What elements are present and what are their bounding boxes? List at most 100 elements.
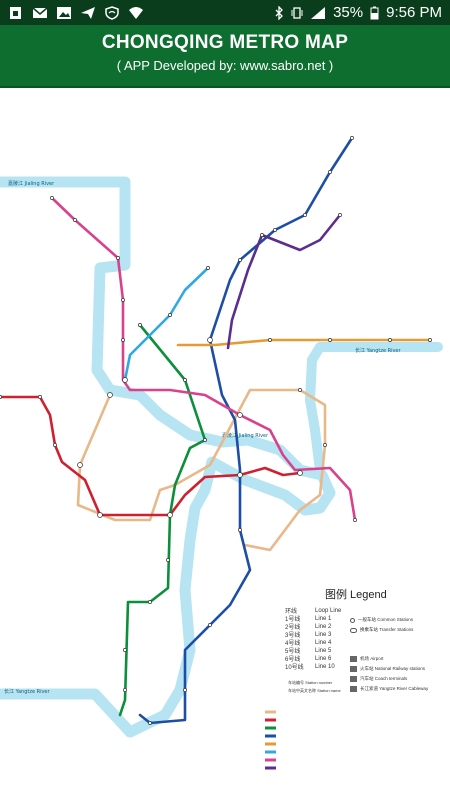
station[interactable] bbox=[428, 338, 432, 342]
status-right-icons: 35% 9:56 PM bbox=[274, 4, 442, 21]
transfer-station[interactable] bbox=[167, 512, 173, 518]
legend-line-en: Loop Line bbox=[315, 607, 342, 614]
transfer-station[interactable] bbox=[237, 472, 243, 478]
line-6[interactable] bbox=[50, 196, 357, 522]
station[interactable] bbox=[208, 623, 212, 627]
coach-icon bbox=[350, 676, 357, 682]
legend-airport-label: 机场 Airport bbox=[360, 656, 384, 661]
legend-line-1: 1号线 Line 1 bbox=[285, 615, 345, 624]
legend-swatches bbox=[265, 710, 276, 770]
legend-title: 图例 Legend bbox=[325, 589, 387, 601]
transfer-station[interactable] bbox=[107, 392, 113, 398]
legend-line-cn: 1号线 bbox=[285, 617, 301, 623]
signal-icon bbox=[311, 6, 326, 19]
line-5[interactable] bbox=[123, 266, 210, 382]
station[interactable] bbox=[38, 395, 42, 399]
transfer-station[interactable] bbox=[297, 470, 303, 476]
transfer-station[interactable] bbox=[97, 512, 103, 518]
yangtze-river-shape bbox=[305, 342, 443, 475]
station[interactable] bbox=[116, 256, 120, 260]
rivers bbox=[0, 176, 443, 738]
jialing-river-label-2: 嘉陵江 Jialing River bbox=[222, 432, 269, 439]
send-icon bbox=[81, 6, 95, 19]
station[interactable] bbox=[166, 558, 170, 562]
station[interactable] bbox=[123, 688, 127, 692]
legend-railway: 火车站 National Railway stations bbox=[350, 666, 425, 672]
station[interactable] bbox=[238, 258, 242, 262]
station[interactable] bbox=[350, 136, 354, 140]
station[interactable] bbox=[148, 721, 152, 725]
line-1[interactable] bbox=[0, 395, 302, 517]
transfer-station[interactable] bbox=[122, 377, 128, 383]
legend-line-cn: 环线 bbox=[285, 609, 298, 615]
legend-station-number-label: 车站编号 Station number bbox=[288, 680, 333, 685]
yangtze-river-label: 长江 Yangtze River bbox=[355, 347, 402, 354]
station[interactable] bbox=[148, 600, 152, 604]
airport-icon bbox=[350, 656, 357, 662]
station[interactable] bbox=[260, 233, 264, 237]
station[interactable] bbox=[206, 266, 210, 270]
station[interactable] bbox=[183, 688, 187, 692]
line-10[interactable] bbox=[226, 213, 342, 350]
legend-common-station: 一般车站 Common Stations bbox=[350, 617, 413, 623]
legend-line-en: Line 6 bbox=[315, 655, 332, 662]
legend-line-en: Line 1 bbox=[315, 615, 332, 622]
station[interactable] bbox=[138, 323, 142, 327]
station[interactable] bbox=[50, 196, 54, 200]
status-bar: 35% 9:56 PM bbox=[0, 0, 450, 25]
station[interactable] bbox=[183, 378, 187, 382]
metro-map[interactable]: 嘉陵江 Jialing River 嘉陵江 Jialing River 长江 Y… bbox=[0, 90, 450, 800]
legend-line-6: 6号线 Line 6 bbox=[285, 655, 345, 664]
station[interactable] bbox=[268, 338, 272, 342]
transfer-station-icon bbox=[350, 627, 357, 633]
legend-line-cn: 4号线 bbox=[285, 641, 301, 647]
legend-airport: 机场 Airport bbox=[350, 656, 384, 662]
station[interactable] bbox=[121, 338, 125, 342]
stations bbox=[0, 136, 432, 725]
station[interactable] bbox=[123, 648, 127, 652]
bluetooth-icon bbox=[275, 5, 284, 20]
station[interactable] bbox=[353, 518, 357, 522]
transfer-station[interactable] bbox=[237, 412, 243, 418]
app-subtitle: ( APP Developed by: www.sabro.net ) bbox=[116, 58, 334, 73]
jialing-river-label: 嘉陵江 Jialing River bbox=[8, 180, 55, 187]
transfer-station[interactable] bbox=[207, 337, 213, 343]
cableway-icon bbox=[350, 686, 357, 692]
station[interactable] bbox=[73, 218, 77, 222]
station[interactable] bbox=[338, 213, 342, 217]
legend-line-en: Line 10 bbox=[315, 663, 335, 670]
battery-percent: 35% bbox=[333, 4, 364, 21]
station[interactable] bbox=[168, 313, 172, 317]
legend-coach-label: 汽车站 Coach terminals bbox=[360, 676, 408, 681]
common-station-icon bbox=[350, 617, 355, 623]
legend-line-cn: 3号线 bbox=[285, 633, 301, 639]
station[interactable] bbox=[53, 443, 57, 447]
station[interactable] bbox=[303, 213, 307, 217]
app-title: CHONGQING METRO MAP bbox=[101, 32, 349, 53]
legend-line-cn: 2号线 bbox=[285, 625, 301, 631]
legend-line-en: Line 2 bbox=[315, 623, 332, 630]
station[interactable] bbox=[238, 528, 242, 532]
status-left-icons bbox=[8, 5, 144, 20]
map-legend: 图例 Legend 环线 Loop Line 1号线 Line 1 2号线 Li… bbox=[255, 580, 450, 710]
station[interactable] bbox=[121, 298, 125, 302]
station[interactable] bbox=[328, 338, 332, 342]
legend-line-en: Line 4 bbox=[315, 639, 332, 646]
legend-line-2: 2号线 Line 2 bbox=[285, 623, 345, 632]
station[interactable] bbox=[273, 228, 277, 232]
station[interactable] bbox=[323, 443, 327, 447]
legend-line-4: 4号线 Line 4 bbox=[285, 639, 345, 648]
station[interactable] bbox=[328, 170, 332, 174]
vibrate-icon bbox=[291, 6, 303, 19]
legend-cableway-label: 长江索道 Yangtze River Cableway bbox=[360, 686, 429, 691]
station[interactable] bbox=[298, 388, 302, 392]
transfer-station[interactable] bbox=[77, 462, 83, 468]
line-3[interactable] bbox=[138, 136, 354, 725]
station[interactable] bbox=[388, 338, 392, 342]
loop-line[interactable] bbox=[76, 388, 327, 552]
legend-common-station-label: 一般车站 Common Stations bbox=[358, 617, 414, 622]
station[interactable] bbox=[203, 438, 207, 442]
battery-icon bbox=[370, 6, 379, 19]
station[interactable] bbox=[0, 395, 2, 399]
legend-line-en: Line 5 bbox=[315, 647, 332, 654]
